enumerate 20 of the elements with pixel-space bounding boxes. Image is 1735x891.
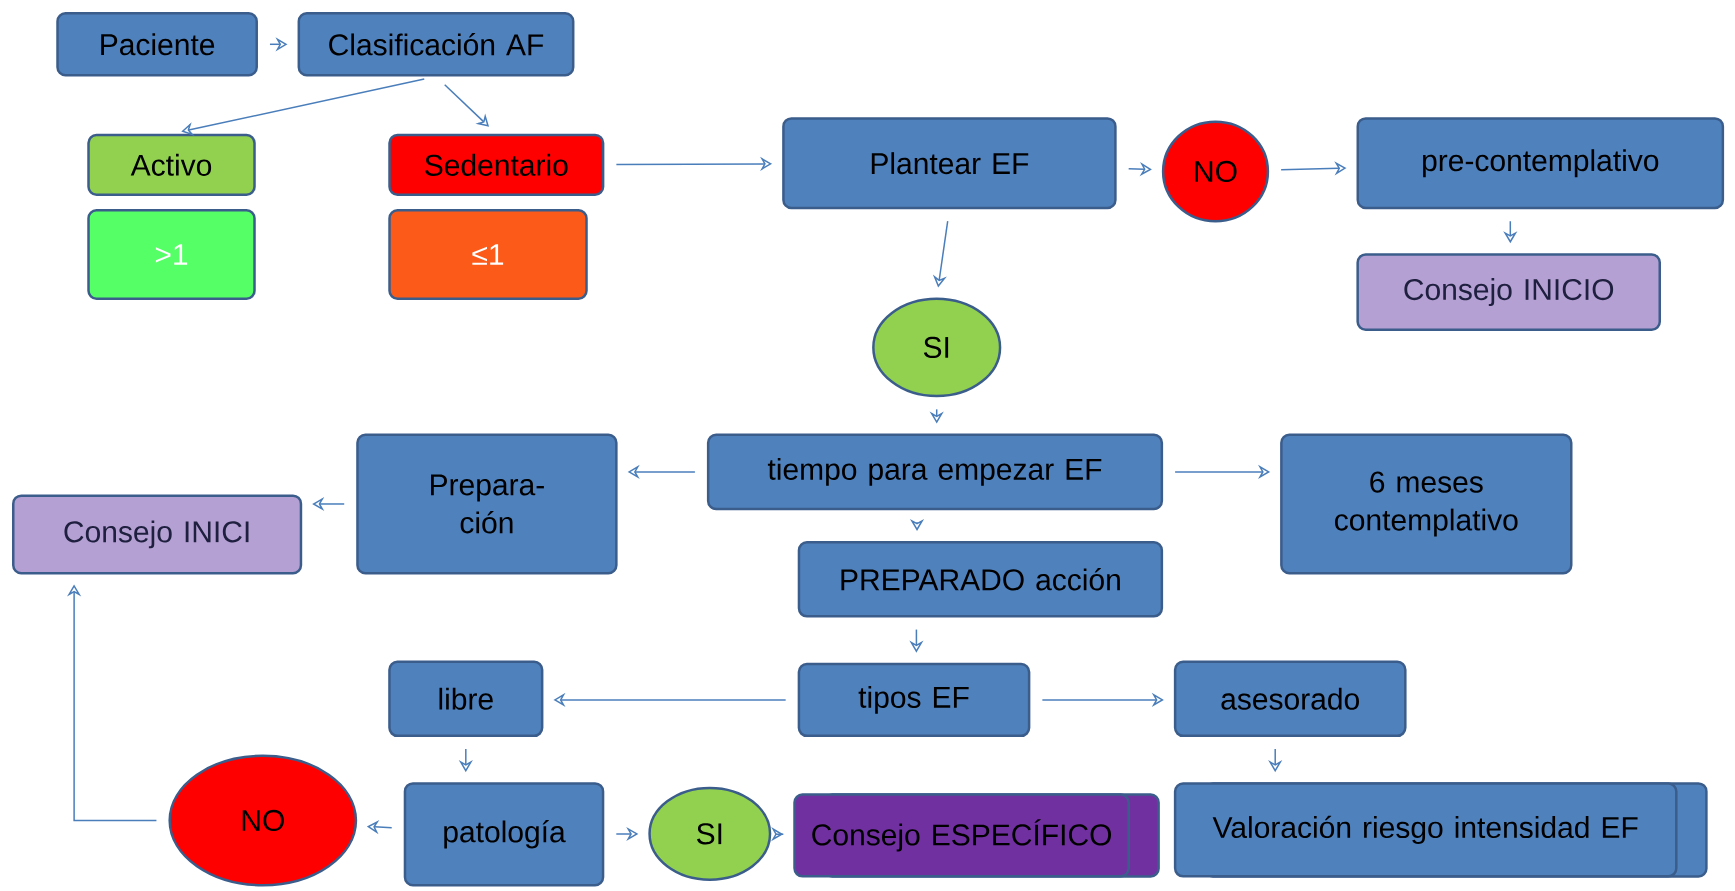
process-box: Sedentario xyxy=(388,133,605,197)
process-box: PREPARADO acción xyxy=(797,541,1164,618)
process-box: tipos EF xyxy=(797,662,1031,738)
process-box: patología xyxy=(403,782,605,887)
process-box: pre-contemplativo xyxy=(1356,117,1725,210)
process-box: 6 meses contemplativo xyxy=(1280,433,1573,575)
process-box: Consejo INICI xyxy=(12,494,303,575)
process-box: ≤1 xyxy=(388,209,588,300)
process-box: >1 xyxy=(87,209,256,300)
process-box: Clasificación AF xyxy=(297,12,575,77)
process-box: Prepara- ción xyxy=(356,433,618,575)
process-box: Consejo INICIO xyxy=(1356,253,1661,331)
process-box: Paciente xyxy=(56,12,258,77)
process-box: Activo xyxy=(87,133,256,197)
stacked-box: Consejo ESPECÍFICO xyxy=(793,793,1160,878)
process-box: Plantear EF xyxy=(782,117,1117,210)
process-box: asesorado xyxy=(1173,660,1407,738)
process-box: tiempo para empezar EF xyxy=(706,433,1164,511)
stacked-box: Valoración riesgo intensidad EF xyxy=(1173,782,1708,878)
process-box: libre xyxy=(388,660,544,738)
